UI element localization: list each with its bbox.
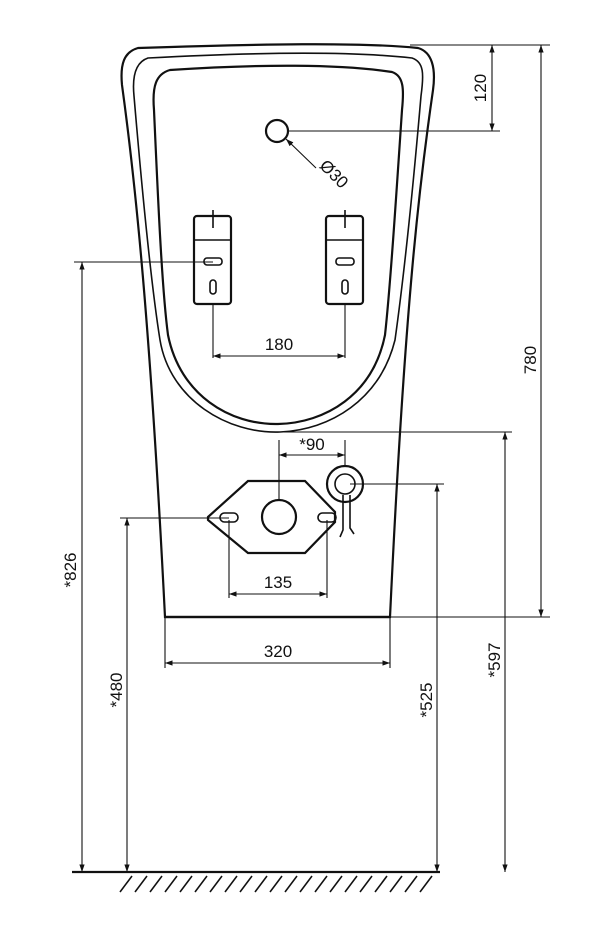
dimension-826: *826 (61, 261, 213, 872)
dimension-780: 780 (390, 45, 550, 618)
dimension-320-label: 320 (264, 642, 292, 661)
hatch-stroke (224, 875, 238, 893)
dimension-180-label: 180 (265, 335, 293, 354)
dimension-780-label: 780 (521, 346, 540, 374)
dimension-90-label: *90 (299, 435, 325, 454)
dimension-480-label: *480 (107, 673, 126, 708)
hatch-stroke (374, 875, 388, 893)
hatch-stroke (329, 875, 343, 893)
dimension-180: 180 (213, 335, 345, 359)
hatch-stroke (269, 875, 283, 893)
hatch-stroke (419, 875, 433, 893)
hatch-stroke (299, 875, 313, 893)
dimension-597-label: *597 (485, 643, 504, 678)
urinal-body (120, 43, 435, 619)
drain-flange (206, 479, 337, 555)
hatch-stroke (254, 875, 268, 893)
dimension-120: 120 (288, 44, 550, 132)
dimension-diameter: Ø30 (285, 138, 352, 192)
hatch-stroke (119, 875, 133, 893)
dimension-597: *597 (275, 431, 512, 872)
dimension-120-label: 120 (471, 74, 490, 102)
hatch-stroke (209, 875, 223, 893)
dimension-320: 320 (164, 617, 391, 668)
dimension-525-label: *525 (417, 683, 436, 718)
dimension-90: *90 (278, 435, 346, 500)
water-inlet-circle (264, 118, 290, 144)
right-wall-bracket (324, 210, 365, 358)
dimension-525: *525 (350, 483, 444, 872)
floor-hatching (72, 870, 440, 893)
hatch-stroke (239, 875, 253, 893)
hatch-stroke (179, 875, 193, 893)
hatch-stroke (389, 875, 403, 893)
hatch-stroke (164, 875, 178, 893)
dimension-826-label: *826 (61, 553, 80, 588)
hatch-stroke (404, 875, 418, 893)
hatch-stroke (344, 875, 358, 893)
dimension-480: *480 (107, 517, 229, 872)
dimension-135: 135 (228, 520, 328, 598)
inlet-valve (325, 464, 365, 538)
hatch-stroke (149, 875, 163, 893)
hatch-stroke (314, 875, 328, 893)
left-wall-bracket (192, 210, 233, 358)
hatch-stroke (359, 875, 373, 893)
dimension-135-label: 135 (264, 573, 292, 592)
hatch-stroke (284, 875, 298, 893)
dimension-diameter-label: Ø30 (316, 156, 352, 192)
hatch-stroke (134, 875, 148, 893)
hatch-stroke (194, 875, 208, 893)
